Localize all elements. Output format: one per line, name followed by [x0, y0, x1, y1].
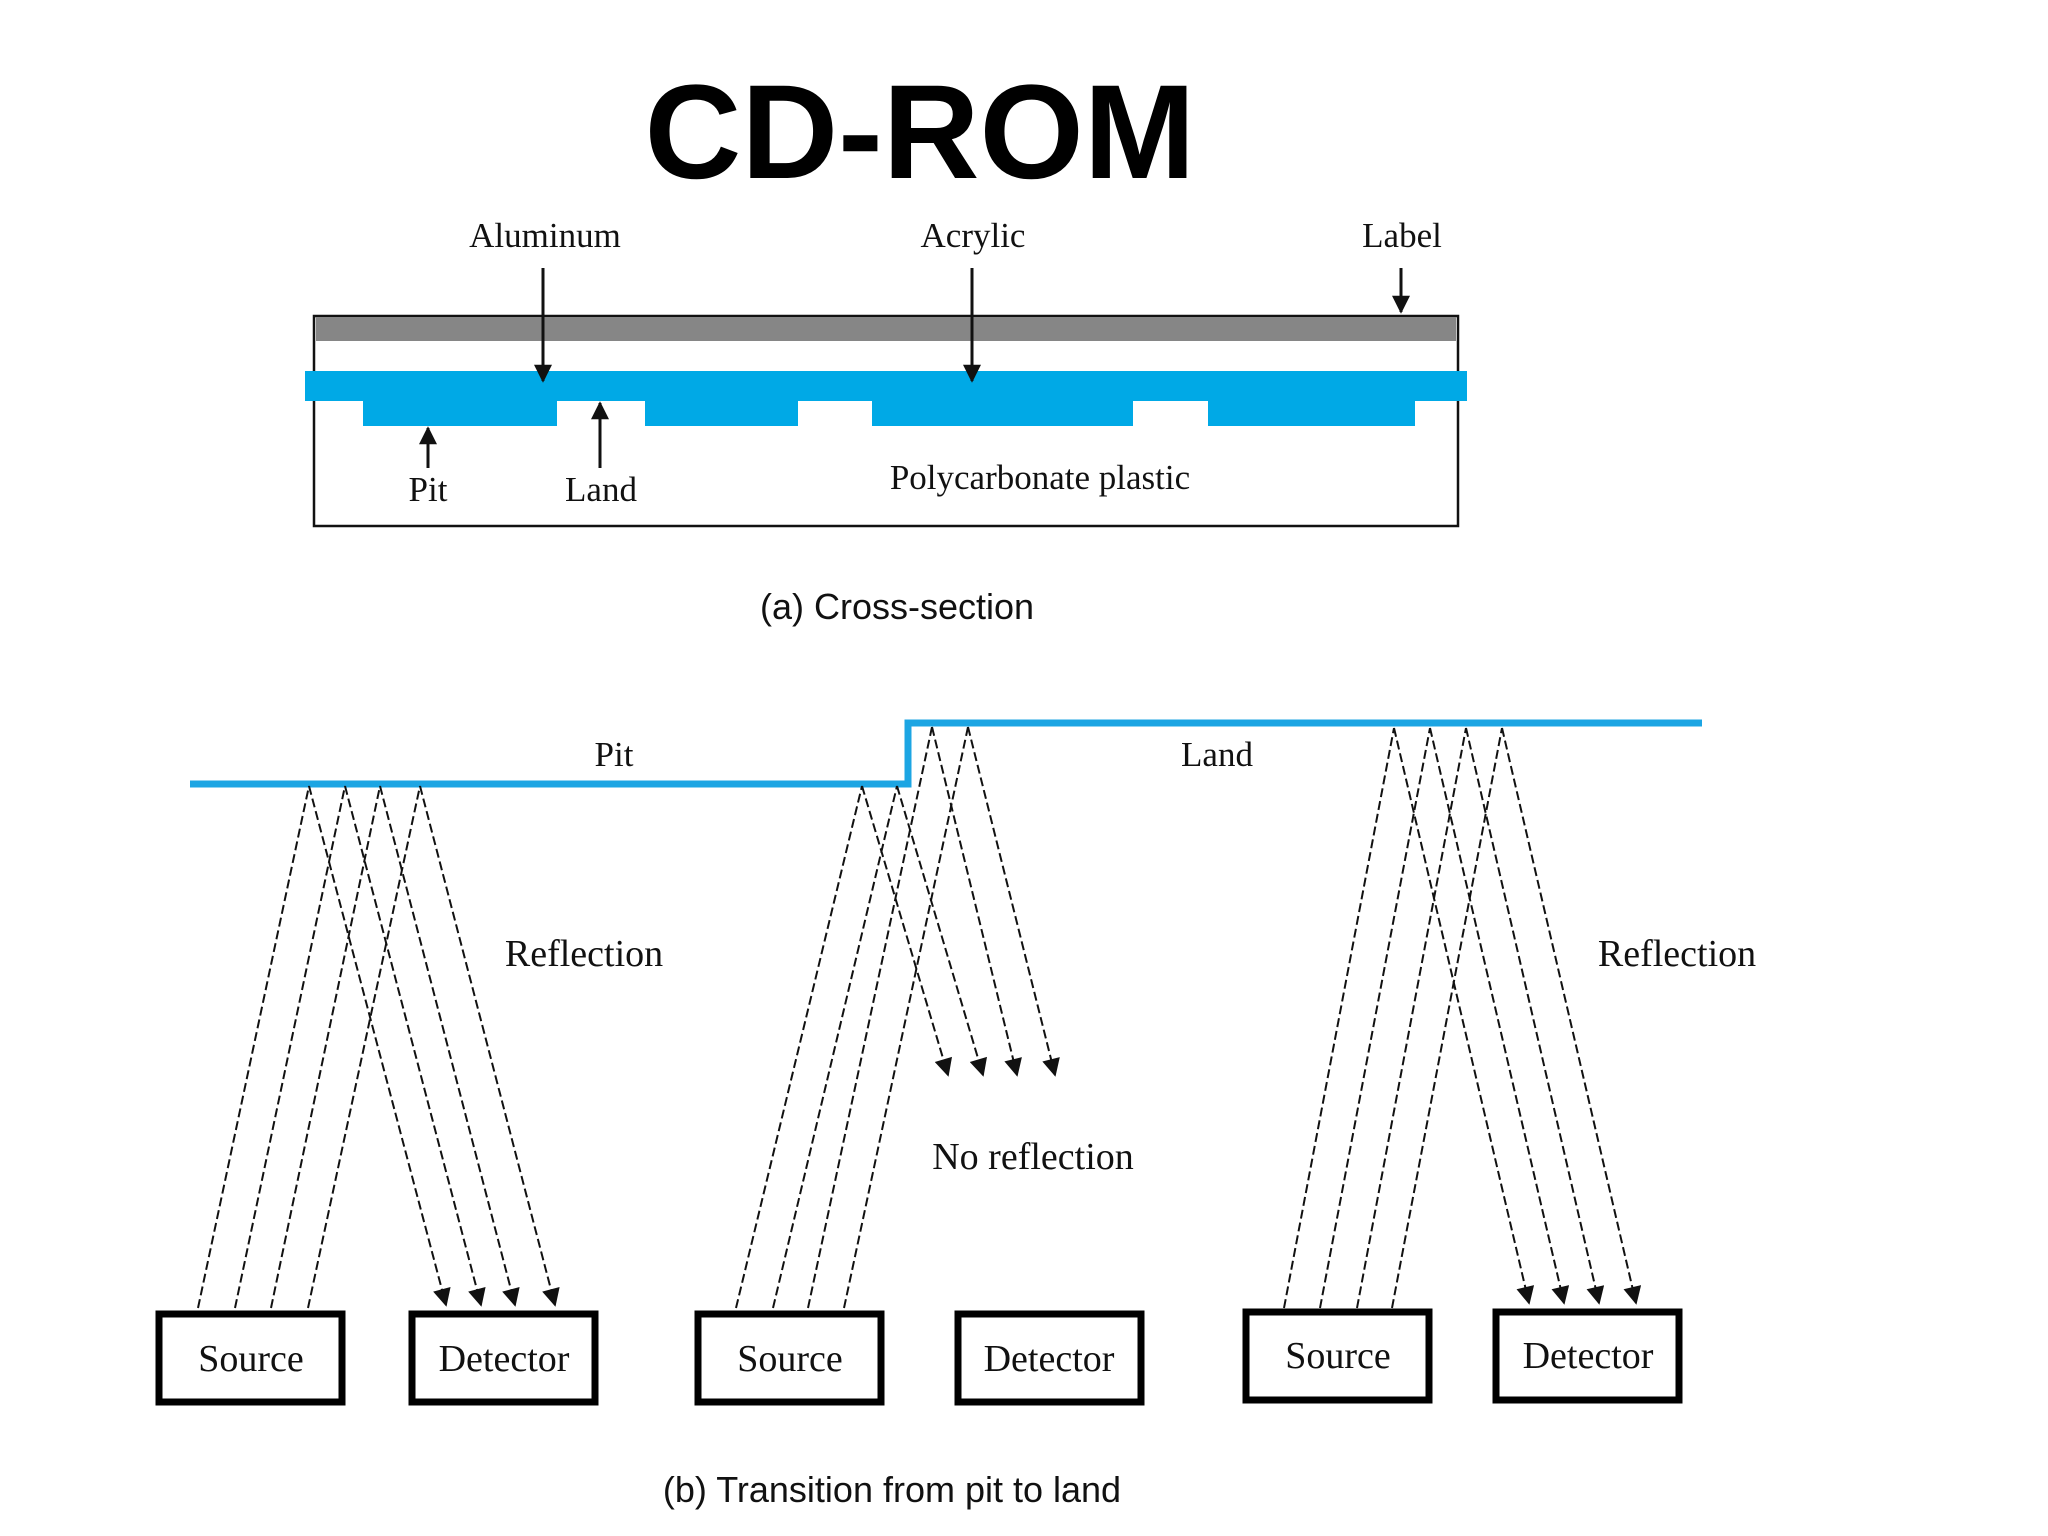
- label-layer-label: Label: [1362, 216, 1442, 255]
- surface-land-label: Land: [1181, 735, 1253, 774]
- reflected-ray: [1465, 727, 1605, 1305]
- incident-ray: [1356, 727, 1467, 1309]
- detector-box-2: [954, 1310, 1145, 1406]
- transition-caption: (b) Transition from pit to land: [663, 1469, 1121, 1510]
- cross-section-diagram: Aluminum Acrylic Label Pit Land Polycarb…: [305, 216, 1467, 627]
- scattered-ray: [896, 785, 988, 1077]
- reflected-ray: [1393, 727, 1535, 1305]
- reflected-ray: [379, 785, 520, 1307]
- incident-ray: [1319, 727, 1431, 1309]
- transition-diagram: Pit Land Reflection No reflection Reflec…: [155, 719, 1756, 1510]
- source-label-1: Source: [198, 1338, 304, 1380]
- reflection-left-label: Reflection: [505, 933, 663, 975]
- detector-label-2: Detector: [984, 1338, 1115, 1380]
- cross-section-caption: (a) Cross-section: [760, 586, 1034, 627]
- pit-label: Pit: [409, 470, 448, 509]
- incident-ray: [234, 785, 346, 1309]
- no-reflection-label: No reflection: [932, 1136, 1134, 1178]
- aluminum-layer: [305, 371, 1467, 426]
- reflection-right-label: Reflection: [1598, 933, 1756, 975]
- detector-box-3: [1492, 1308, 1683, 1404]
- scattered-ray: [967, 726, 1060, 1077]
- laser-rays: [197, 726, 1642, 1309]
- reflected-ray: [1429, 727, 1570, 1305]
- incident-ray: [772, 785, 898, 1309]
- scattered-ray: [861, 785, 953, 1077]
- source-box-2: [694, 1310, 885, 1406]
- source-label-2: Source: [737, 1338, 843, 1380]
- polycarbonate-label: Polycarbonate plastic: [890, 458, 1190, 497]
- detector-box-1: [408, 1310, 599, 1406]
- label-layer: [316, 317, 1456, 341]
- incident-ray: [1391, 727, 1503, 1309]
- reflected-ray: [419, 785, 560, 1307]
- page-title: CD-ROM: [645, 58, 1196, 207]
- incident-ray: [307, 785, 421, 1309]
- source-box-1: [155, 1310, 346, 1406]
- incident-ray: [735, 785, 863, 1309]
- incident-ray: [1283, 727, 1395, 1309]
- land-label: Land: [565, 470, 637, 509]
- source-label-3: Source: [1285, 1335, 1391, 1377]
- reflected-ray: [344, 785, 486, 1307]
- reflected-ray: [308, 785, 451, 1307]
- incident-ray: [843, 726, 969, 1309]
- detector-label-3: Detector: [1523, 1335, 1654, 1377]
- scattered-ray: [931, 726, 1022, 1077]
- aluminum-label: Aluminum: [469, 216, 621, 255]
- disc-surface-line: [190, 719, 1702, 788]
- acrylic-label: Acrylic: [921, 216, 1026, 255]
- incident-ray: [197, 785, 310, 1309]
- surface-pit-label: Pit: [595, 735, 634, 774]
- reflected-ray: [1501, 727, 1642, 1305]
- incident-ray: [270, 785, 381, 1309]
- detector-label-1: Detector: [439, 1338, 570, 1380]
- source-box-3: [1242, 1308, 1433, 1404]
- incident-ray: [807, 726, 933, 1309]
